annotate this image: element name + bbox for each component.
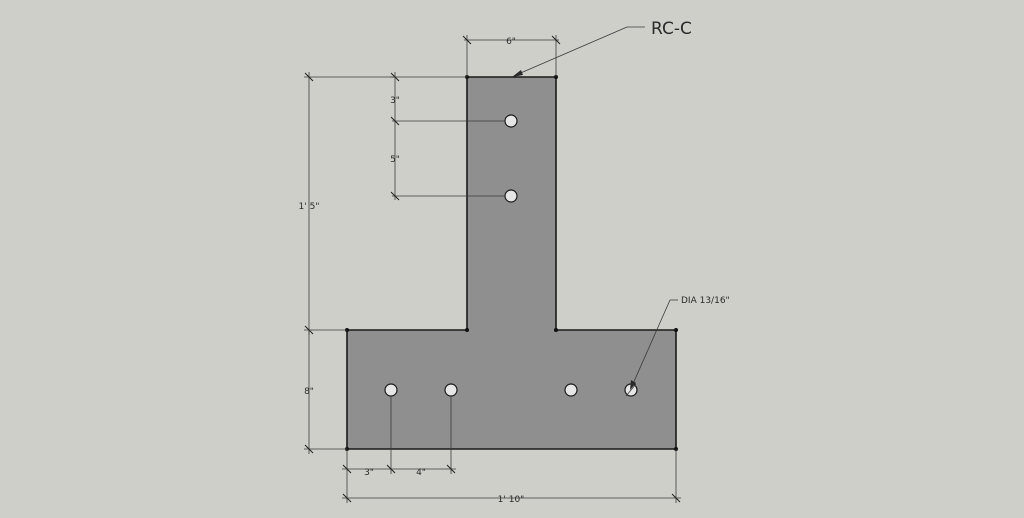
dim-base-height-label: 8": [304, 387, 314, 397]
dia-callout-label: DIA 13/16": [681, 296, 730, 306]
dim-hole-offset-top-label: 3": [390, 96, 400, 106]
dim-top-width: 6": [462, 35, 561, 77]
dia-callout: DIA 13/16": [625, 296, 730, 397]
dim-total-width-label: 1' 10": [498, 495, 525, 505]
dim-total-height-label: 1' 5": [299, 202, 320, 212]
title-callout: RC-C: [512, 19, 692, 77]
dim-base-height: 8": [304, 330, 347, 454]
hole-base-3: [564, 383, 578, 397]
dim-hole-horizontal: 3" 4": [342, 396, 456, 478]
dim-hole-spacing-vertical-label: 5": [390, 155, 400, 165]
hole-top-upper: [504, 114, 518, 128]
vertex-dots: [345, 75, 678, 451]
dim-hole-offset-left-label: 3": [364, 468, 374, 478]
dim-hole-vertical: 3" 5": [390, 72, 505, 201]
dim-top-width-label: 6": [506, 37, 516, 47]
dim-total-height: 1' 5": [299, 72, 395, 335]
hole-base-2: [444, 383, 458, 397]
title-label: RC-C: [651, 19, 692, 39]
hole-base-1: [384, 383, 398, 397]
hole-top-lower: [504, 189, 518, 203]
dim-total-width: 1' 10": [342, 449, 681, 505]
dim-hole-spacing-horizontal-label: 4": [416, 468, 426, 478]
